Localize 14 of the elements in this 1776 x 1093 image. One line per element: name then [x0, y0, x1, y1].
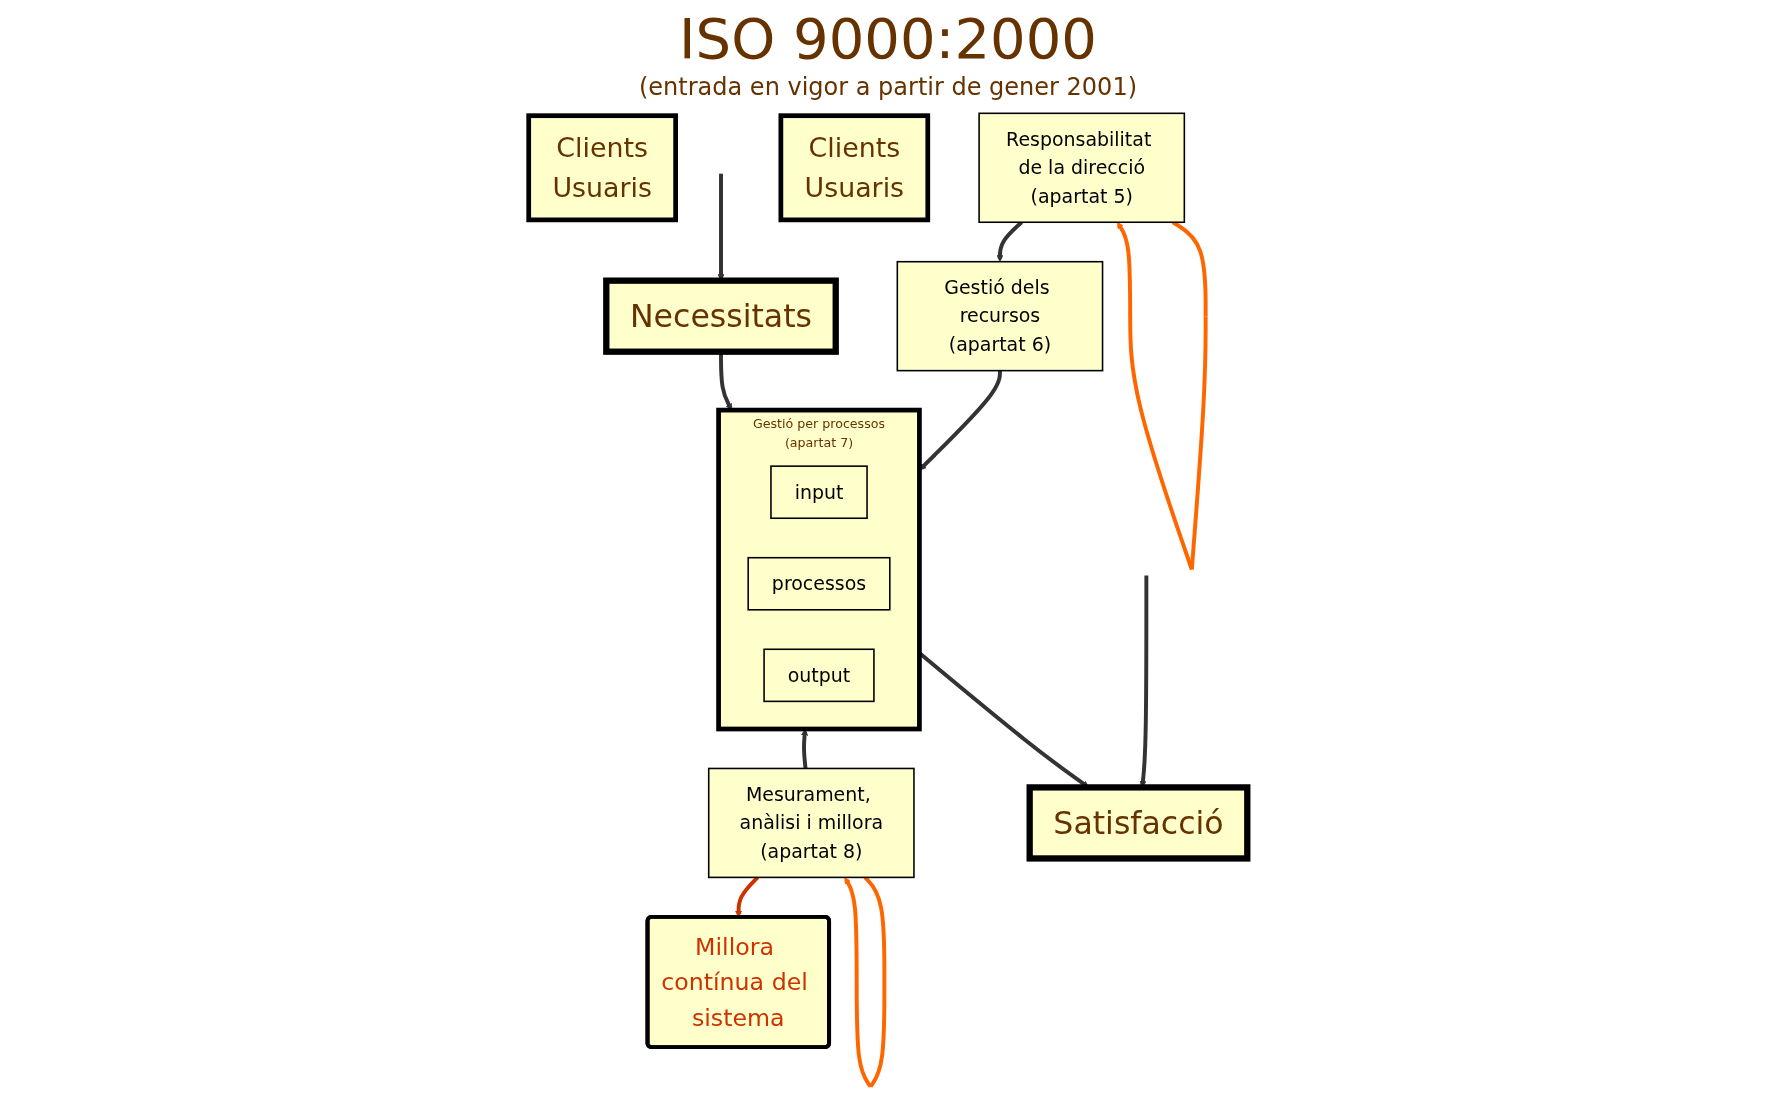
node-box: Clients Usuaris	[526, 113, 678, 223]
node-box: output	[763, 648, 875, 703]
node-box: Gestió dels recursos (apartat 6)	[896, 260, 1104, 372]
node-box: input	[770, 465, 868, 520]
arrow	[844, 876, 887, 1088]
node-box: Necessitats	[603, 277, 839, 355]
subtitle: (entrada en vigor a partir de gener 2001)	[638, 73, 1137, 101]
node-box: Responsabilitat de la direcció (apartat 5)	[978, 112, 1186, 224]
node-box: processos	[747, 556, 891, 611]
node-box: Mesurament, anàlisi i millora (apartat 8)	[707, 767, 915, 879]
title: ISO 9000:2000	[679, 6, 1097, 71]
node-box: Satisfacció	[1026, 784, 1251, 862]
arrow	[919, 370, 1002, 471]
node-box: Clients Usuaris	[778, 113, 931, 223]
